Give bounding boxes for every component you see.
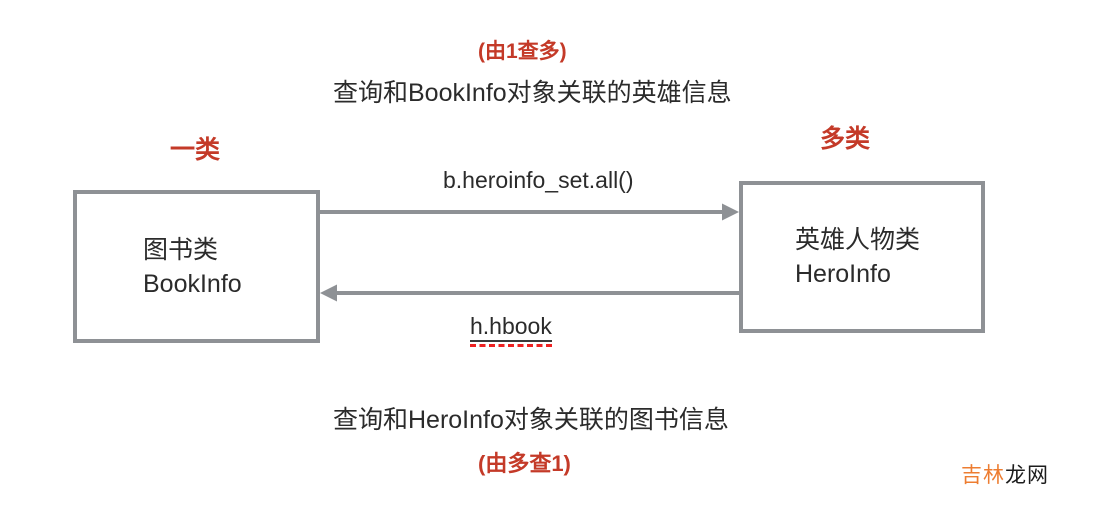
backward-arrow <box>320 284 739 302</box>
backward-arrow-label: h.hbook <box>470 313 552 347</box>
relation-direction-top-title: (由1查多) <box>478 40 567 63</box>
forward-arrow <box>320 203 739 221</box>
spellcheck-underline: h.hbook <box>470 313 552 347</box>
relation-direction-bottom-title: (由多查1) <box>478 451 571 476</box>
forward-arrow-label: b.heroinfo_set.all() <box>443 167 634 193</box>
many-class-label: 多类 <box>820 125 871 153</box>
hero-class-box: 英雄人物类 HeroInfo <box>739 181 985 333</box>
watermark-dark-part: 龙网 <box>1005 464 1049 487</box>
book-class-box: 图书类 BookInfo <box>73 190 320 343</box>
watermark-orange-part: 吉林 <box>961 464 1005 487</box>
book-class-name-en: BookInfo <box>143 269 242 298</box>
book-class-name-cn: 图书类 <box>143 235 219 264</box>
book-class-text: 图书类 BookInfo <box>77 233 242 301</box>
hero-class-name-en: HeroInfo <box>795 260 891 288</box>
one-class-label: 一类 <box>170 136 221 164</box>
top-subtitle: 查询和BookInfo对象关联的英雄信息 <box>333 79 732 107</box>
watermark: 吉林龙网 <box>961 459 1049 489</box>
bottom-subtitle: 查询和HeroInfo对象关联的图书信息 <box>333 406 729 434</box>
hero-class-name-cn: 英雄人物类 <box>795 226 921 254</box>
hero-class-text: 英雄人物类 HeroInfo <box>743 223 920 291</box>
